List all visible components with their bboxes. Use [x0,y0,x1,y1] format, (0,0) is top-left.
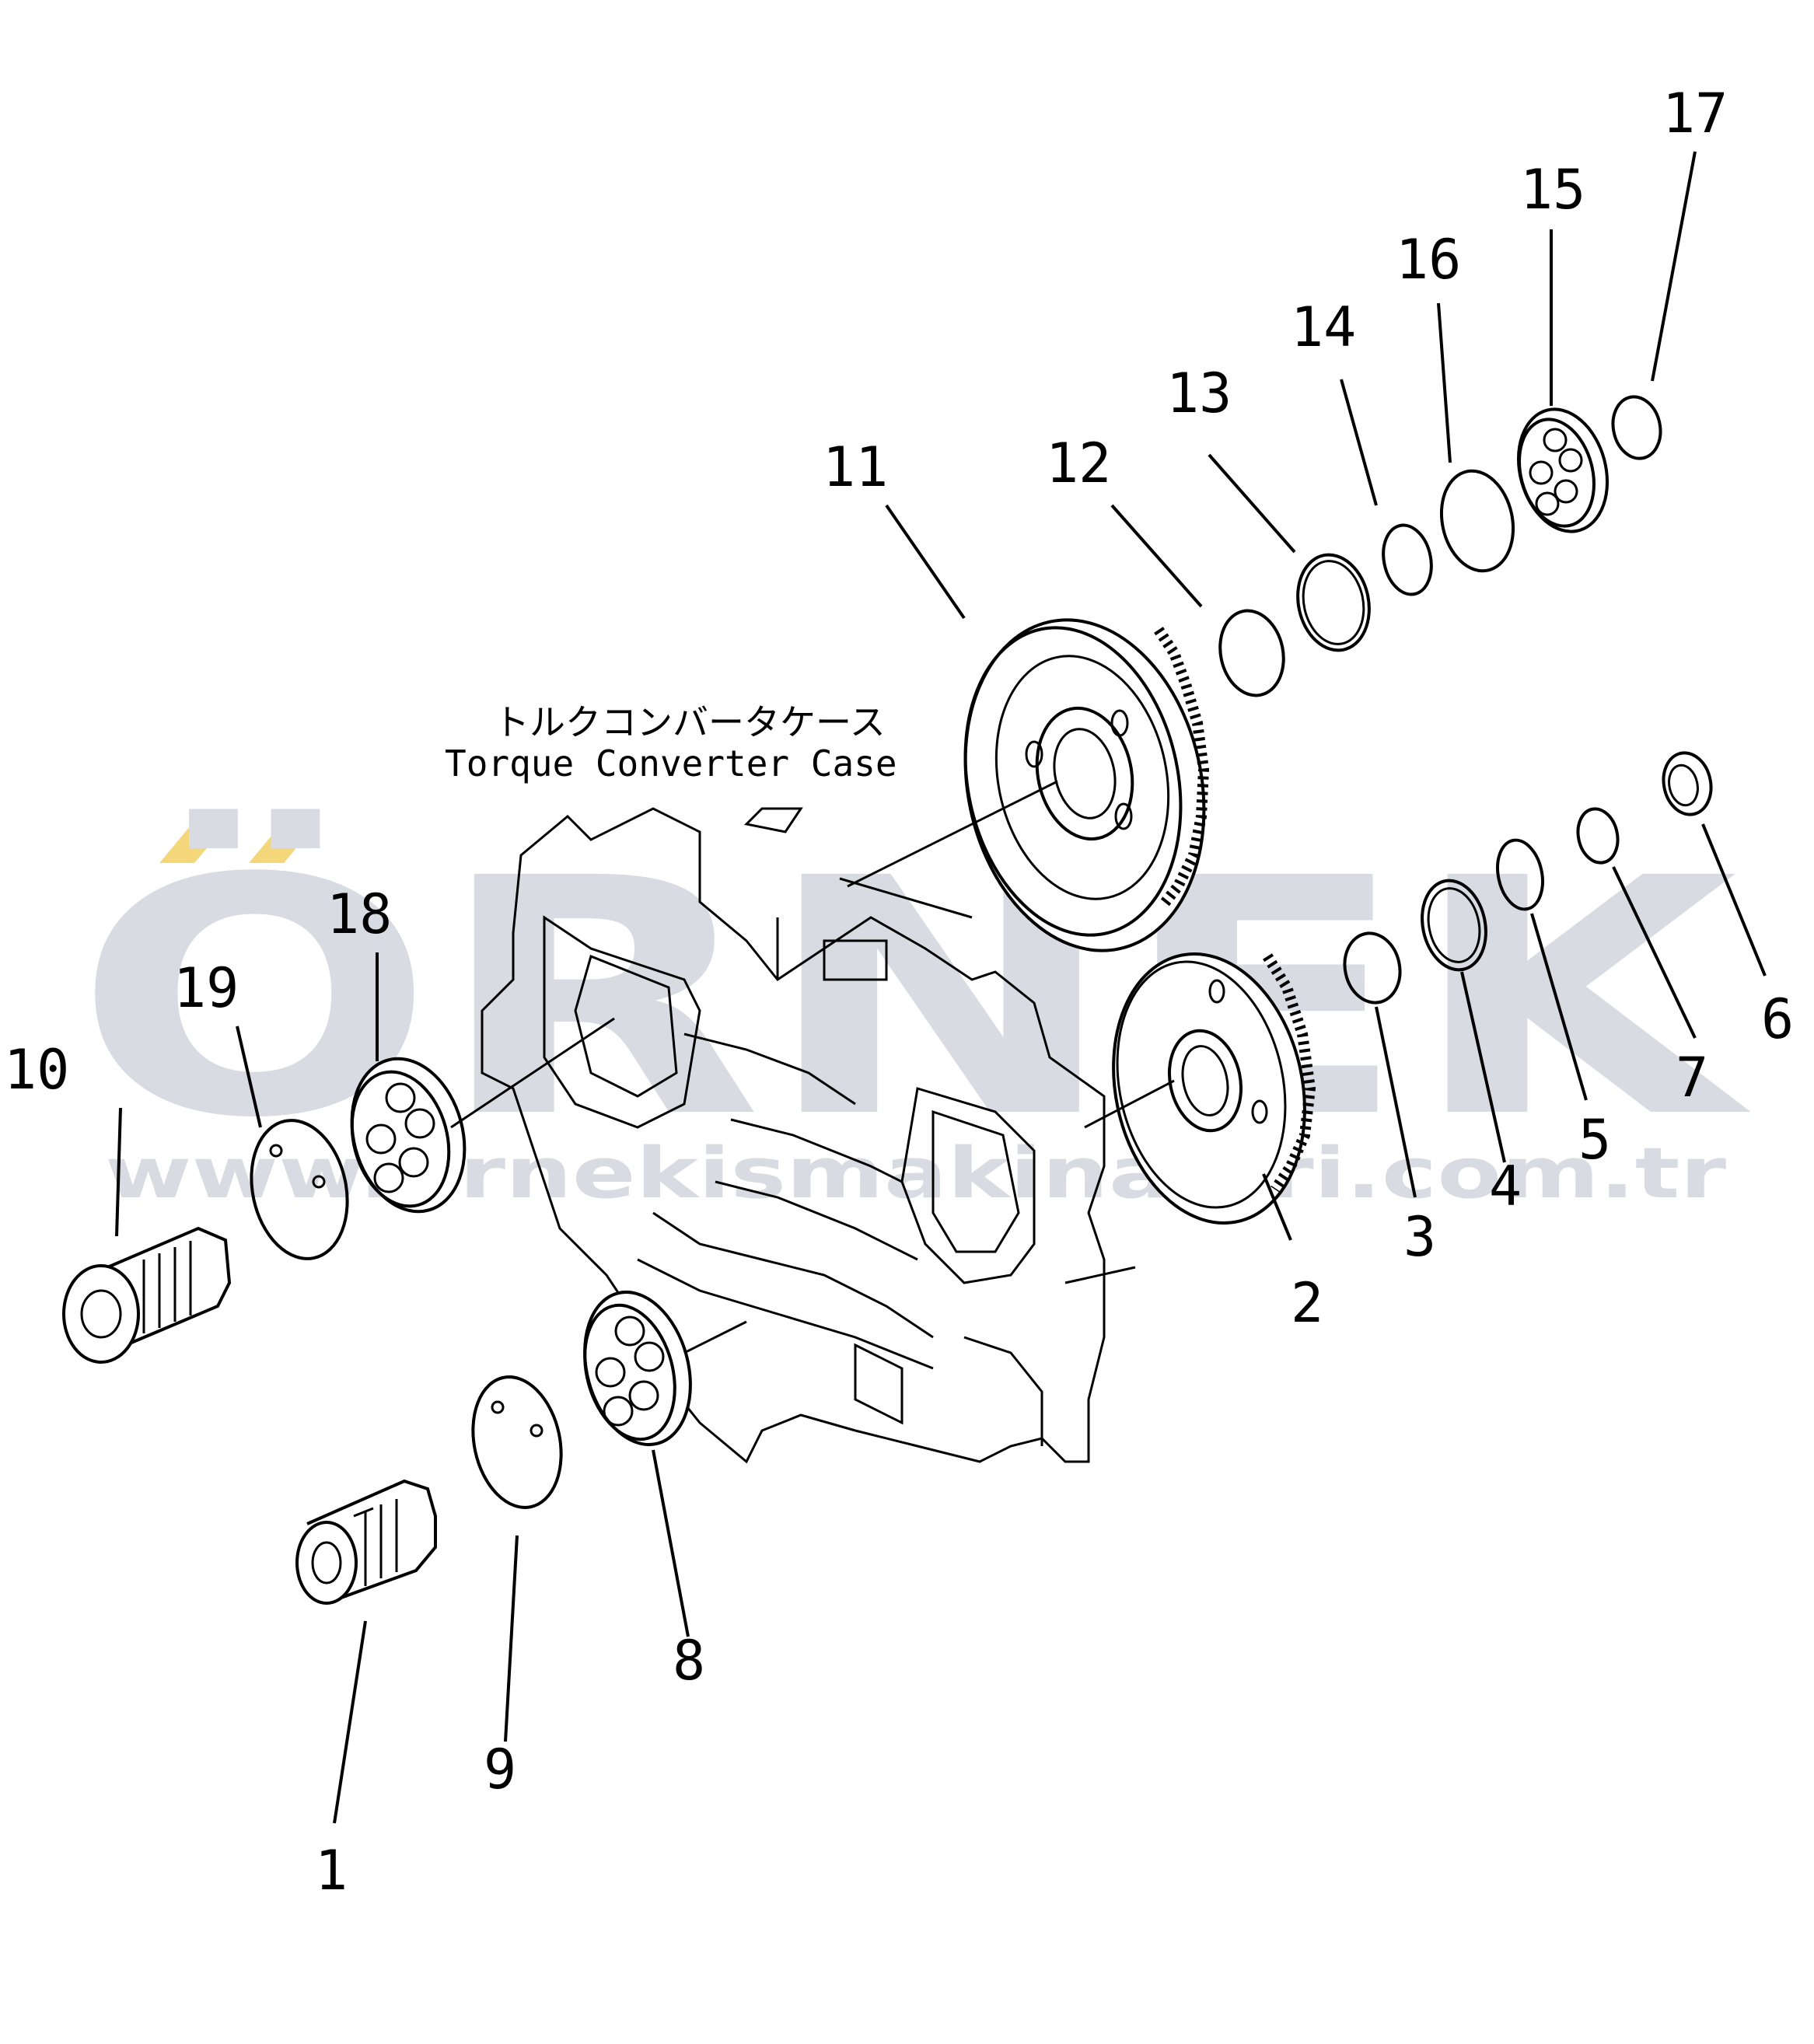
ring-4 [1421,879,1487,972]
leader-lines [115,151,1767,1824]
bearing-15 [1516,407,1610,533]
torque-converter-case [481,807,1136,1464]
part-number-16: 16 [1396,228,1461,292]
part-number-13: 13 [1166,362,1232,425]
part-number-3: 3 [1403,1205,1436,1269]
snap-ring-5 [1496,838,1544,911]
part-number-2: 2 [1291,1271,1323,1335]
part-number-4: 4 [1489,1155,1522,1218]
snap-ring-14 [1382,523,1433,596]
watermark-accent-right [249,826,315,863]
watermark-accent-left [159,826,225,863]
part-number-6: 6 [1761,987,1794,1051]
snap-ring-17 [1611,395,1662,460]
snap-ring-9 [471,1375,563,1509]
part-number-14: 14 [1291,295,1356,359]
shaft-small-1 [295,1479,437,1605]
case-label-english: Torque Converter Case [445,742,897,784]
part-number-1: 1 [315,1839,348,1902]
part-number-5: 5 [1578,1108,1611,1172]
case-label-japanese: トルクコンバータケース [494,701,886,743]
part-number-18: 18 [327,882,392,946]
assembly-lines [450,780,1175,1354]
watermark-brand: ÖRNEK [74,805,1754,1190]
part-number-12: 12 [1046,432,1111,495]
snap-ring-16 [1439,469,1515,573]
snap-ring-19 [250,1119,349,1260]
part-number-8: 8 [673,1629,705,1693]
part-number-19: 19 [173,956,239,1020]
splined-shaft-10 [62,1226,232,1364]
snap-ring-7 [1576,807,1620,865]
part-number-10: 10 [4,1038,69,1102]
needle-bearing-6 [1662,751,1713,816]
part-number-7: 7 [1676,1046,1708,1109]
part-numbers: 1 2 3 4 5 6 7 8 9 10 11 12 13 14 15 16 1… [4,82,1794,1902]
snap-ring-3 [1343,931,1402,1005]
gear-large-11 [963,618,1210,952]
part-number-11: 11 [823,435,888,499]
ring-13 [1296,553,1371,652]
part-number-9: 9 [484,1738,516,1801]
part-number-15: 15 [1520,158,1585,222]
part-number-17: 17 [1662,82,1728,145]
snap-ring-12 [1218,609,1285,697]
gear-medium-2 [1112,952,1316,1225]
bearing-8 [583,1290,692,1447]
